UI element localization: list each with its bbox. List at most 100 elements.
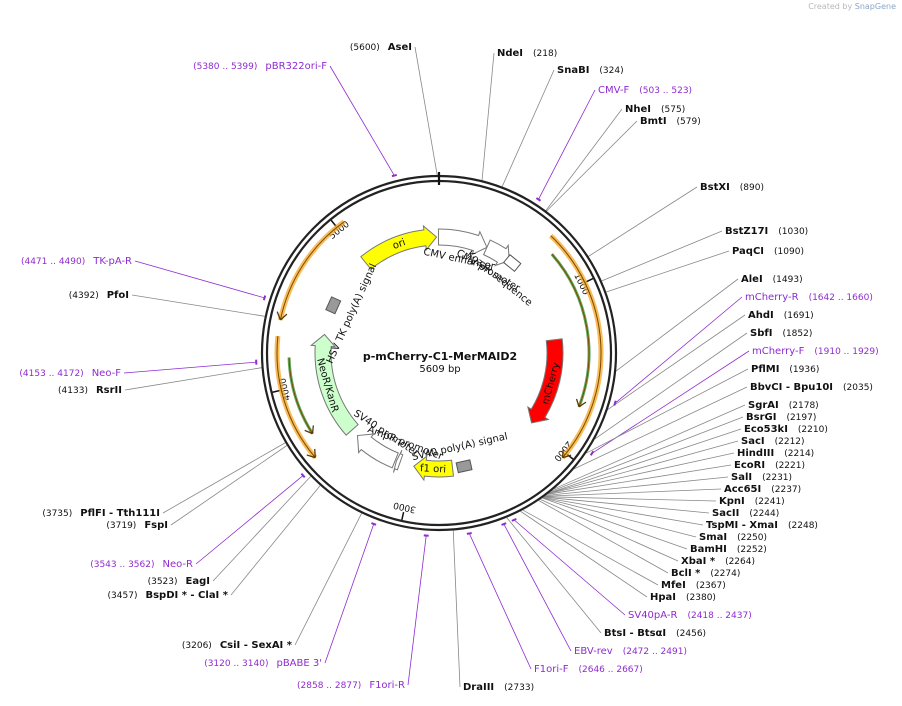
leader-line [481, 52, 495, 181]
primer-binding-mark [300, 472, 306, 478]
orf-arcs [274, 219, 604, 460]
primer-name: Neo-R [163, 559, 194, 570]
primer-marks [255, 173, 617, 537]
primer-binding-mark [535, 197, 542, 202]
leader-line [124, 367, 262, 391]
site-position: (4153 .. 4172) [19, 369, 83, 379]
site-position: (2858 .. 2877) [297, 681, 361, 691]
leader-line [544, 496, 717, 502]
site-rsrii: RsrII(4133) [58, 385, 122, 396]
site-position: (3735) [42, 509, 72, 519]
leader-line [294, 513, 362, 646]
site-position: (3120 .. 3140) [204, 659, 268, 669]
leader-line [170, 445, 288, 526]
orf-arc-arrowhead [276, 311, 288, 321]
leader-line [548, 428, 742, 494]
orf-arc-arrowhead [561, 449, 572, 459]
feature-ampr-promoter [392, 449, 404, 473]
site-position: (1936) [789, 365, 819, 375]
leader-line [548, 440, 739, 494]
site-bcli: BclI *(2274) [671, 568, 740, 579]
primer-name: mCherry-F [752, 346, 805, 357]
feature-neor-kanr [309, 333, 359, 436]
credit-brand: SnapGene [854, 2, 896, 11]
primer-binding-mark [262, 295, 267, 301]
primer-pbr322ori-f: pBR322ori-F(5380 .. 5399) [193, 61, 327, 72]
enzyme-name: NdeI [497, 48, 523, 59]
enzyme-name: Eco53kI [744, 424, 788, 435]
site-position: (2456) [676, 629, 706, 639]
site-position: (3523) [148, 577, 178, 587]
feature-sv40-polya [455, 459, 473, 474]
primer-binding-mark [589, 450, 595, 456]
site-asei: AseI(5600) [350, 42, 412, 53]
leader-line [452, 530, 461, 688]
leader-line [585, 368, 749, 454]
primer-name: mCherry-R [745, 292, 799, 303]
leader-line [506, 517, 602, 634]
site-smai: SmaI(2250) [699, 532, 767, 543]
enzyme-name: SnaBI [557, 65, 589, 76]
site-eco53ki: Eco53kI(2210) [744, 424, 828, 435]
enzyme-name: BstXI [700, 182, 730, 193]
site-kpni: KpnI(2241) [719, 496, 785, 507]
site-sbfi: SbfI(1852) [750, 328, 812, 339]
site-position: (324) [599, 66, 623, 76]
site-position: (2221) [775, 461, 805, 471]
site-position: (1090) [774, 247, 804, 257]
site-sgrai: SgrAI(2178) [748, 400, 819, 411]
site-paqci: PaqCI(1090) [732, 246, 804, 257]
site-bsrgi: BsrGI(2197) [746, 412, 816, 423]
leader-line [538, 500, 669, 574]
feature-f1-ori [413, 455, 455, 482]
leader-line [550, 416, 744, 492]
feature-hsv-tk-polya [325, 296, 342, 315]
site-btsi-bts-i: BtsI - BtsαI (2456) [604, 628, 706, 639]
enzyme-name: BmtI [640, 116, 667, 127]
feature-sv40-promoter [356, 433, 399, 469]
enzyme-name: TspMI - XmaI [706, 520, 778, 531]
leader-line [329, 65, 395, 176]
enzyme-name: BtsI - BtsαI [604, 628, 666, 639]
site-pflfi-tth111i: PflFI - Tth111I(3735) [42, 508, 160, 519]
enzyme-name: HindIII [737, 448, 774, 459]
site-alei: AleI(1493) [741, 274, 803, 285]
leader-line [544, 488, 722, 497]
enzyme-name: BstZ17I [725, 226, 768, 237]
site-bstz17i: BstZ17I (1030) [725, 226, 808, 237]
feature-cmv-enhancer [437, 228, 488, 256]
site-sali: SalI(2231) [731, 472, 792, 483]
label-leader-lines [123, 46, 750, 688]
site-position: (1030) [778, 227, 808, 237]
site-position: (575) [661, 105, 685, 115]
leader-line [553, 404, 746, 490]
site-bamhi: BamHI(2252) [690, 544, 767, 555]
tick-mark [401, 511, 405, 521]
primer-pbabe-3: pBABE 3'(3120 .. 3140) [204, 658, 322, 669]
site-position: (2237) [771, 485, 801, 495]
primer-binding-mark [501, 522, 507, 526]
leader-line [195, 475, 304, 565]
leader-line [546, 120, 638, 212]
primer-mcherry-f: mCherry-F(1910 .. 1929) [752, 346, 879, 357]
site-saci: SacI(2212) [741, 436, 805, 447]
site-position: (4392) [69, 291, 99, 301]
site-mfei: MfeI(2367) [661, 580, 726, 591]
leader-line [522, 509, 659, 586]
leader-line [468, 533, 532, 670]
site-position: (3206) [182, 641, 212, 651]
primer-ebv-rev: EBV-rev(2472 .. 2491) [574, 646, 687, 657]
site-position: (3719) [106, 521, 136, 531]
site-bbvci-bpu10i: BbvCI - Bpu10I(2035) [750, 382, 873, 393]
site-position: (2367) [696, 581, 726, 591]
leader-line [594, 332, 748, 440]
enzyme-name: NheI [625, 104, 651, 115]
leader-line [615, 278, 739, 372]
primer-binding-mark [466, 532, 472, 535]
leader-line [545, 476, 729, 496]
site-position: (2274) [710, 569, 740, 579]
primer-name: Neo-F [92, 368, 122, 379]
tick-label: 3000 [392, 499, 417, 514]
site-position: (2380) [686, 593, 716, 603]
